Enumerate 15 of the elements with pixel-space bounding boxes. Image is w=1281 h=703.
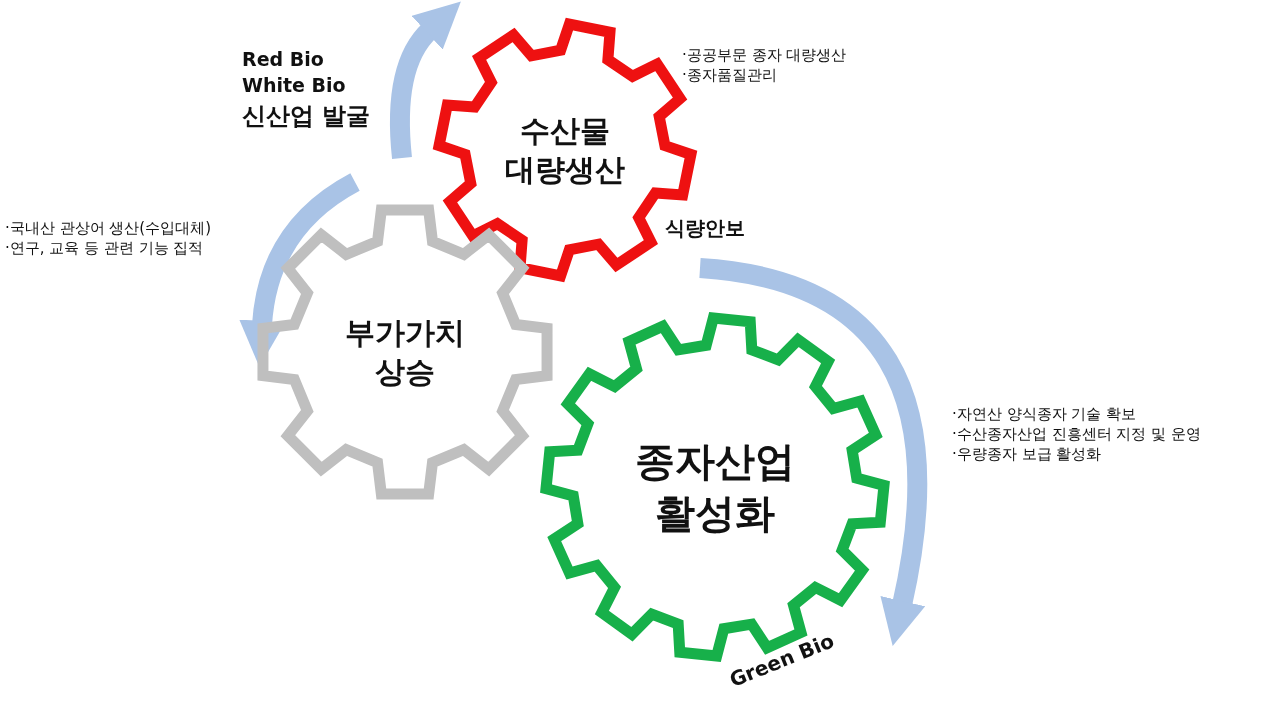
bullet-note: ·우량종자 보급 활성화: [952, 444, 1102, 465]
gear-label: 부가가치 상승: [344, 314, 466, 391]
bullet-note: ·수산종자산업 진흥센터 지정 및 운영: [952, 424, 1201, 445]
arrow-caption: 식량안보: [665, 215, 745, 242]
gear-label: 종자산업 활성화: [634, 437, 796, 538]
bullet-note: ·국내산 관상어 생산(수입대체): [5, 218, 211, 239]
arrow-caption: White Bio: [242, 74, 346, 96]
arrow-caption: 신산업 발굴: [242, 101, 371, 132]
gear-label: 수산물 대량생산: [504, 112, 626, 189]
bullet-note: ·자연산 양식종자 기술 확보: [952, 404, 1137, 425]
arrow-caption: Green Bio: [726, 628, 838, 692]
bullet-note: ·공공부문 종자 대량생산: [682, 45, 847, 66]
bullet-note: ·연구, 교육 등 관련 기능 집적: [5, 238, 204, 259]
arrow-caption: Red Bio: [242, 48, 324, 70]
bullet-note: ·종자품질관리: [682, 65, 777, 86]
